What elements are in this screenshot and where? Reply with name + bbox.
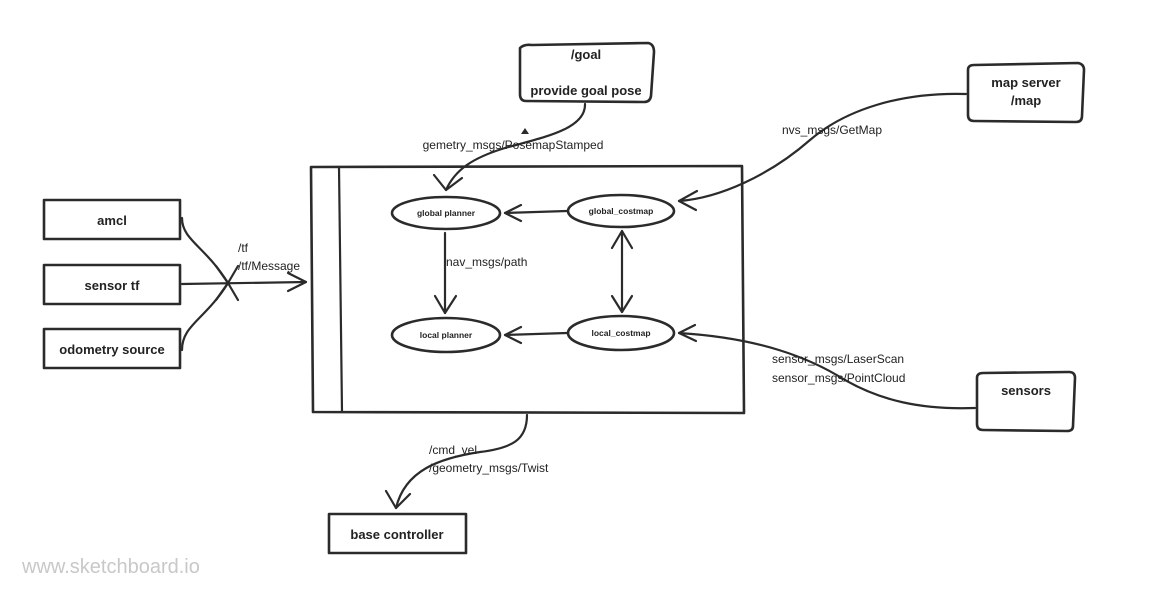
amcl-node: amcl [42,198,182,241]
edge-global-costmap-to-global-planner [503,203,569,223]
cmd-vel-label: /cmd_vel [429,443,477,457]
map-topic-label: /map [1011,93,1041,108]
goal-node: /goal provide goal pose [518,41,656,104]
goal-topic-label: /goal [571,47,601,62]
sensors-node: sensors [975,370,1077,433]
edge-tf-inputs-to-container [180,216,308,352]
base-controller-node: base controller [327,512,468,555]
local-costmap-label: local_costmap [591,328,650,338]
global-planner-label: global planner [417,208,476,218]
local-planner-node: local planner [390,316,502,354]
move-base-container [309,164,746,415]
tf-topic-label: /tf [238,241,249,255]
local-planner-label: local planner [420,330,473,340]
odometry-source-node: odometry source [42,327,182,370]
edge-local-costmap-to-local-planner [503,325,569,345]
global-planner-node: global planner [390,195,502,231]
global-costmap-node: global_costmap [566,193,676,229]
sensor-tf-node: sensor tf [42,263,182,306]
small-arrowhead-icon [521,128,529,134]
map-server-node: map server /map [966,61,1086,124]
goal-message-label: gemetry_msgs/PosemapStamped [423,138,604,152]
twist-message-label: /geometry_msgs/Twist [429,461,549,475]
tf-message-label: /tf/Message [238,259,300,273]
local-costmap-node: local_costmap [566,314,676,352]
edge-costmap-bidirectional [610,229,634,314]
sensors-label: sensors [1001,383,1051,398]
edge-goal-to-global-planner [432,102,587,192]
edge-map-to-global-costmap [677,92,968,212]
sensor-tf-label: sensor tf [85,278,141,293]
amcl-label: amcl [97,213,127,228]
base-controller-label: base controller [350,527,443,542]
sensor-message-line2: sensor_msgs/PointCloud [772,371,905,385]
sensor-message-line1: sensor_msgs/LaserScan [772,352,904,366]
map-server-label: map server [991,75,1060,90]
map-message-label: nvs_msgs/GetMap [782,123,882,137]
path-message-label: nav_msgs/path [446,255,527,269]
global-costmap-label: global_costmap [589,206,654,216]
edge-global-planner-to-local-planner [433,231,458,315]
odometry-source-label: odometry source [59,342,164,357]
watermark-text: www.sketchboard.io [21,556,200,578]
edge-sensors-to-local-costmap [677,323,977,410]
edge-container-to-base-controller [384,413,529,510]
goal-description-label: provide goal pose [530,83,641,98]
